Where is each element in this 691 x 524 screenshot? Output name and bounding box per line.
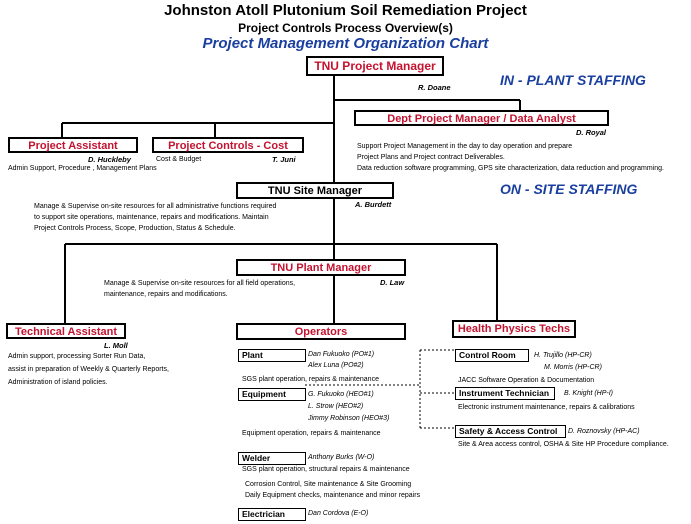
dept-pm-desc-line-2: Project Plans and Project contract Deliv… xyxy=(357,154,505,161)
control-room-desc: JACC Software Operation & Documentation xyxy=(458,377,595,384)
project-controls-title: Project Controls - Cost xyxy=(168,140,288,152)
plant-subgroup-label: Plant xyxy=(238,349,306,362)
instrument-desc: Electronic instrument maintenance, repai… xyxy=(458,404,635,411)
technical-assistant-box: Technical Assistant xyxy=(6,323,126,339)
plant-manager-desc-line-1: Manage & Supervise on-site resources for… xyxy=(104,280,296,287)
project-controls-name: T. Juni xyxy=(272,155,296,164)
tnu-project-manager-name: R. Doane xyxy=(418,83,451,92)
equipment-desc: Equipment operation, repairs & maintenan… xyxy=(242,430,381,437)
project-assistant-title: Project Assistant xyxy=(28,140,118,152)
electrician-subgroup-label: Electrician xyxy=(238,508,306,521)
safety-access-control-label: Safety & Access Control xyxy=(455,425,566,438)
zone-label-on-site: ON - SITE STAFFING xyxy=(500,181,638,197)
tnu-project-manager-box: TNU Project Manager xyxy=(306,56,444,76)
safety-desc: Site & Area access control, OSHA & Site … xyxy=(458,441,669,448)
instrument-technician-label: Instrument Technician xyxy=(455,387,555,400)
plant-manager-desc-line-2: maintenance, repairs and modifications. xyxy=(104,291,228,298)
health-physics-title: Health Physics Techs xyxy=(457,323,571,335)
equipment-operator-1: G. Fukuoko (HEO#1) xyxy=(308,391,374,398)
site-manager-desc-line-1: Manage & Supervise on-site resources for… xyxy=(34,203,277,210)
dept-project-manager-box: Dept Project Manager / Data Analyst xyxy=(354,110,609,126)
site-manager-title: TNU Site Manager xyxy=(267,185,363,197)
equipment-operator-2: L. Strow (HEO#2) xyxy=(308,403,364,410)
welder-operator-1: Anthony Burks (W-O) xyxy=(308,454,375,461)
site-manager-box: TNU Site Manager xyxy=(236,182,394,199)
technical-assistant-title: Technical Assistant xyxy=(14,326,118,338)
operators-box: Operators xyxy=(236,323,406,340)
welder-desc-line-3: Daily Equipment checks, maintenance and … xyxy=(245,492,421,499)
plant-operator-2: Alex Luna (PO#2) xyxy=(308,362,364,369)
health-physics-box: Health Physics Techs xyxy=(452,320,576,338)
welder-desc-line-1: SGS plant operation, structural repairs … xyxy=(242,466,410,473)
dept-project-manager-name: D. Royal xyxy=(576,128,607,137)
site-manager-desc-line-2: to support site operations, maintenance,… xyxy=(34,214,269,221)
welder-desc-line-2: Corrosion Control, Site maintenance & Si… xyxy=(245,481,412,488)
dept-pm-desc-line-3: Data reduction software programming, GPS… xyxy=(357,165,664,172)
page-subtitle: Project Controls Process Overview(s) xyxy=(238,21,453,35)
instrument-technician-1: B. Knight (HP-I) xyxy=(564,390,614,397)
plant-manager-box: TNU Plant Manager xyxy=(236,259,406,276)
operators-title: Operators xyxy=(294,326,348,338)
project-controls-box: Project Controls - Cost xyxy=(152,137,304,153)
project-assistant-name: D. Huckleby xyxy=(88,155,131,164)
page-title: Johnston Atoll Plutonium Soil Remediatio… xyxy=(164,2,527,19)
chart-title: Project Management Organization Chart xyxy=(202,35,489,52)
control-room-label: Control Room xyxy=(455,349,529,362)
control-room-tech-1: H. Trujillo (HP-CR) xyxy=(534,352,592,359)
electrician-operator-1: Dan Cordova (E-O) xyxy=(308,510,369,517)
safety-access-tech-1: D. Roznovsky (HP-AC) xyxy=(568,428,640,435)
plant-manager-name: D. Law xyxy=(380,278,405,287)
project-assistant-box: Project Assistant xyxy=(8,137,138,153)
equipment-subgroup-label: Equipment xyxy=(238,388,306,401)
control-room-tech-2: M. Morris (HP-CR) xyxy=(544,364,602,371)
zone-label-in-plant: IN - PLANT STAFFING xyxy=(500,72,646,88)
dept-pm-desc-line-1: Support Project Management in the day to… xyxy=(357,143,573,150)
site-manager-name: A. Burdett xyxy=(355,200,392,209)
technical-assistant-name: L. Moll xyxy=(104,341,128,350)
project-assistant-desc: Admin Support, Procedure , Management Pl… xyxy=(8,165,157,172)
tech-assistant-desc-line-1: Admin support, processing Sorter Run Dat… xyxy=(8,353,146,360)
dept-project-manager-title: Dept Project Manager / Data Analyst xyxy=(387,113,576,125)
plant-operator-1: Dan Fukuoko (PO#1) xyxy=(308,351,375,358)
site-manager-desc-line-3: Project Controls Process, Scope, Product… xyxy=(34,225,236,232)
tech-assistant-desc-line-2: assist in preparation of Weekly & Quarte… xyxy=(8,366,169,373)
equipment-operator-3: Jimmy Robinson (HEO#3) xyxy=(308,415,390,422)
welder-subgroup-label: Welder xyxy=(238,452,306,465)
tnu-project-manager-title: TNU Project Manager xyxy=(314,59,436,73)
tech-assistant-desc-line-3: Administration of island policies. xyxy=(8,379,108,386)
plant-manager-title: TNU Plant Manager xyxy=(270,262,372,274)
project-controls-desc: Cost & Budget xyxy=(156,156,202,163)
plant-desc: SGS plant operation, repairs & maintenan… xyxy=(242,376,379,383)
